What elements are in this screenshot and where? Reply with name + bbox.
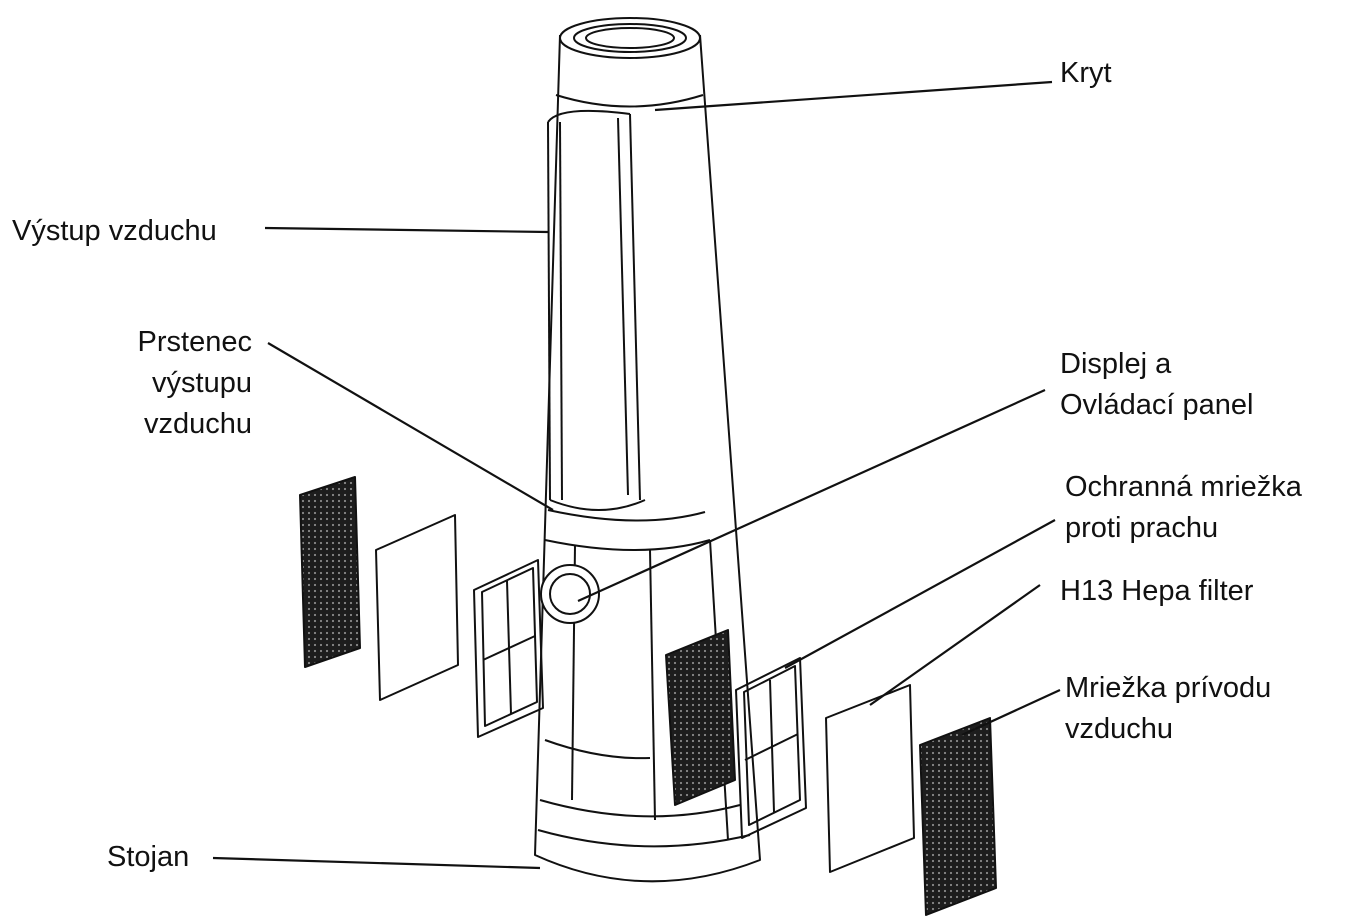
label-stojan: Stojan xyxy=(107,841,190,873)
tower-body xyxy=(534,17,761,883)
leader-mriezka-privod xyxy=(961,689,1061,736)
label-vystup-vzduchu: Výstup vzduchu xyxy=(12,215,217,247)
leader-kryt xyxy=(654,80,1053,112)
label-kryt: Kryt xyxy=(1060,57,1112,89)
leader-prstenec xyxy=(267,342,554,511)
label-prstenec: Prstenec výstupu vzduchu xyxy=(137,326,252,440)
leader-lines xyxy=(212,80,1061,870)
left-intake-grille xyxy=(299,476,361,668)
tower-intake-grille xyxy=(665,629,736,806)
label-hepa-filter: H13 Hepa filter xyxy=(1060,575,1254,607)
right-dust-mesh xyxy=(735,657,807,839)
leader-vystup xyxy=(264,226,549,234)
left-dust-mesh xyxy=(473,559,544,738)
label-ochranna-mriezka: Ochranná mriežka proti prachu xyxy=(1065,471,1302,544)
leader-hepa xyxy=(869,584,1041,706)
label-mriezka-privodu: Mriežka prívodu vzduchu xyxy=(1065,672,1272,745)
leader-stojan xyxy=(212,856,541,870)
leader-mriezka-prach xyxy=(784,519,1056,669)
right-hepa-filter xyxy=(825,684,915,873)
right-intake-grille xyxy=(919,717,997,916)
leader-displej xyxy=(577,388,1046,603)
left-hepa-filter xyxy=(375,514,459,701)
label-displej: Displej a Ovládací panel xyxy=(1060,348,1254,421)
